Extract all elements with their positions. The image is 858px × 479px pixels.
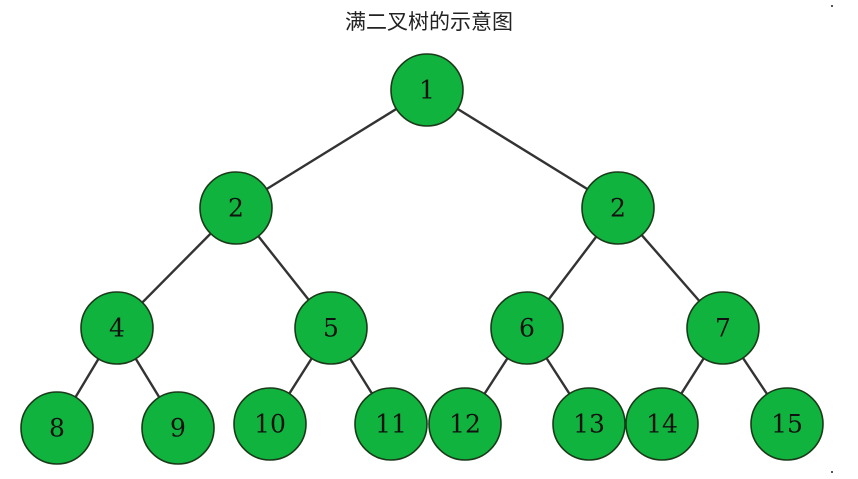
node-circle [80,291,154,365]
tree-node-n14: 14 [625,387,699,461]
node-label: 4 [109,314,125,343]
tree-node-n1: 1 [390,53,464,127]
node-circle [199,171,273,245]
node-label: 11 [375,410,407,439]
corner-mark [831,5,833,7]
node-label: 15 [771,410,803,439]
node-label: 2 [610,194,626,223]
diagram-title: 满二叉树的示意图 [345,10,513,34]
node-circle [552,387,626,461]
node-circle [581,171,655,245]
node-circle [20,391,94,465]
tree-node-n2b: 2 [581,171,655,245]
tree-node-n5: 5 [294,291,368,365]
node-label: 8 [49,414,65,443]
node-circle [390,53,464,127]
tree-node-n4: 4 [80,291,154,365]
tree-node-n9: 9 [141,391,215,465]
node-label: 14 [646,410,678,439]
edge-n1-n2a [235,88,428,210]
edges-layer [55,88,788,429]
tree-node-n6: 6 [490,291,564,365]
node-label: 1 [419,76,435,105]
tree-node-n13: 13 [552,387,626,461]
tree-node-n8: 8 [20,391,94,465]
node-label: 6 [519,314,535,343]
tree-node-n15: 15 [750,387,824,461]
node-circle [294,291,368,365]
node-circle [490,291,564,365]
node-label: 9 [170,414,186,443]
node-label: 12 [449,410,481,439]
node-label: 2 [228,194,244,223]
node-label: 5 [323,314,339,343]
corner-mark [831,471,833,473]
node-circle [428,387,502,461]
node-circle [141,391,215,465]
node-label: 10 [254,410,286,439]
node-circle [686,291,760,365]
tree-node-n11: 11 [354,387,428,461]
node-label: 13 [573,410,605,439]
node-circle [354,387,428,461]
tree-node-n12: 12 [428,387,502,461]
tree-node-n10: 10 [233,387,307,461]
node-circle [750,387,824,461]
node-circle [233,387,307,461]
tree-node-n7: 7 [686,291,760,365]
tree-node-n2a: 2 [199,171,273,245]
node-label: 7 [715,314,731,343]
edge-n1-n2b [426,88,619,210]
node-circle [625,387,699,461]
